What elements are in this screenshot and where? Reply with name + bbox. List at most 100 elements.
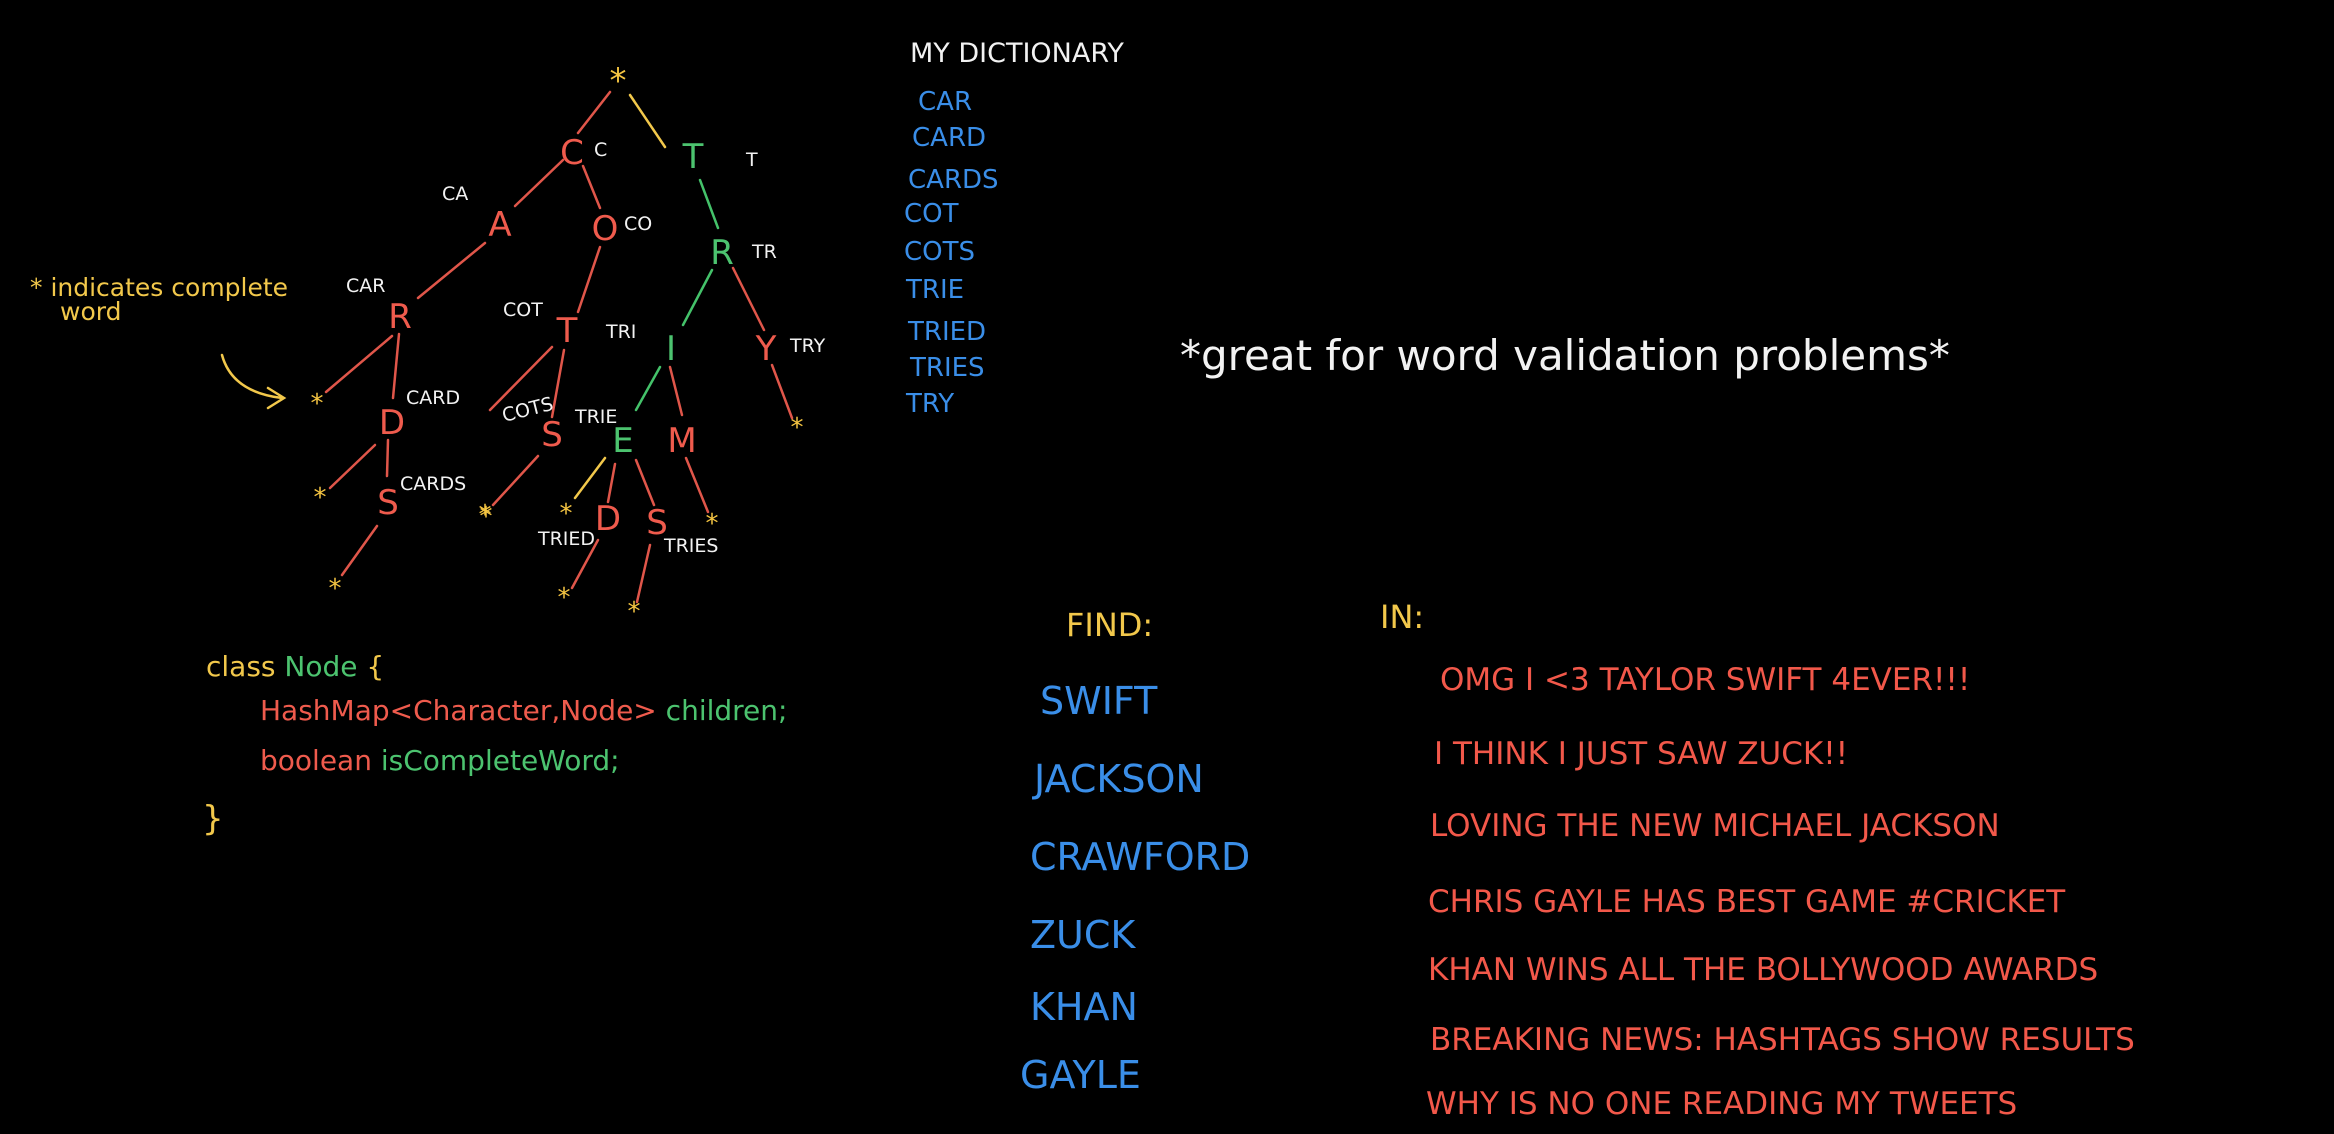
tweet-list: OMG I <3 TAYLOR SWIFT 4EVER!!!I THINK I … [1426, 662, 2135, 1122]
code-line-3: boolean isCompleteWord; [260, 744, 620, 777]
edge-d-star [328, 443, 377, 490]
edge-r2-y [731, 266, 766, 332]
find-word: JACKSON [1032, 757, 1204, 801]
star-cots: * [480, 502, 493, 532]
prefix-label-cot: COT [503, 299, 543, 321]
edge-i-m [668, 365, 684, 417]
star-cot: * [479, 500, 492, 530]
trie-node-y: Y [755, 329, 777, 369]
find-section: FIND: SWIFT JACKSON CRAWFORD ZUCK KHAN GAYLE [1020, 606, 1250, 1097]
find-title: FIND: [1066, 606, 1153, 644]
code-snippet: class Node { HashMap<Character,Node> chi… [202, 650, 787, 839]
code-bool-type: boolean [260, 744, 381, 777]
dictionary-word: CARD [912, 123, 986, 153]
in-title: IN: [1380, 598, 1424, 636]
code-class-name: Node [284, 650, 357, 683]
edge-e-star [573, 456, 607, 500]
legend-arrow [220, 353, 284, 400]
dictionary-word: CARDS [908, 165, 999, 195]
complete-word-markers: * * * * * * * * * * [311, 389, 804, 627]
dictionary-word: COTS [904, 237, 975, 267]
dictionary-word: CAR [918, 87, 972, 117]
prefix-label-tri: TRI [605, 321, 636, 343]
edge-r-star [324, 334, 394, 394]
trie-node-c: C [560, 133, 584, 173]
trie-node-t1: T [556, 311, 578, 351]
edge-root-t [628, 93, 667, 149]
prefix-label-trie: TRIE [574, 406, 617, 428]
edge-d-s [385, 438, 390, 478]
find-word: CRAWFORD [1030, 835, 1250, 879]
legend: * indicates complete word [30, 273, 288, 326]
star-car: * [311, 389, 324, 419]
prefix-label-tried: TRIED [537, 528, 595, 550]
dictionary-word: TRY [905, 389, 954, 419]
edge-s-star [340, 524, 379, 577]
trie-node-s2: S [541, 415, 563, 455]
edge-e-s3 [634, 458, 656, 507]
prefix-label-co: CO [624, 213, 652, 235]
prefix-label-card: CARD [406, 387, 460, 409]
edge-r2-i [681, 268, 714, 327]
star-tried: * [558, 583, 571, 613]
find-word: SWIFT [1040, 679, 1158, 723]
find-word: ZUCK [1030, 913, 1136, 957]
tweet-line: WHY IS NO ONE READING MY TWEETS [1426, 1086, 2017, 1122]
edge-t-star [488, 345, 554, 412]
prefix-label-tries: TRIES [663, 535, 718, 557]
dictionary-word-list: CAR CARD CARDS COT COTS TRIE TRIED TRIES TRY [904, 87, 999, 419]
edge-s3-star [635, 543, 652, 604]
legend-line-1: * indicates complete [30, 273, 288, 302]
trie-node-r: R [388, 297, 412, 337]
dictionary-word: TRIES [909, 353, 985, 383]
code-line-1: class Node { [206, 650, 384, 683]
edge-root-c [576, 90, 612, 135]
legend-arrowhead [266, 386, 287, 410]
edge-m-star [684, 456, 710, 514]
star-trie: * [560, 499, 573, 529]
find-word: GAYLE [1020, 1053, 1141, 1097]
dictionary-title: MY DICTIONARY [910, 38, 1124, 69]
star-card: * [314, 483, 327, 513]
edge-s2-star [491, 454, 540, 507]
code-open-brace: { [358, 650, 385, 683]
legend-line-2: word [60, 297, 121, 326]
prefix-label-ca: CA [442, 183, 468, 205]
edge-t2-r2 [698, 178, 720, 230]
trie-node-root: * [610, 61, 627, 101]
tweet-line: CHRIS GAYLE HAS BEST GAME #CRICKET [1428, 884, 2066, 920]
prefix-label-try: TRY [789, 335, 826, 357]
prefix-labels: C T CA CO CAR COT TR TRI TRY CARD COTS T… [346, 139, 826, 557]
prefix-label-c: C [594, 139, 607, 161]
edge-o-t [576, 245, 602, 314]
code-line-2: HashMap<Character,Node> children; [260, 694, 787, 727]
star-trim: * [706, 509, 719, 539]
edge-r-d [391, 332, 401, 400]
trie-nodes: * C T A O R T R I Y D S E M S D S [377, 61, 776, 543]
dictionary-word: TRIE [905, 275, 964, 305]
find-word-list: SWIFT JACKSON CRAWFORD ZUCK KHAN GAYLE [1020, 679, 1250, 1097]
find-word: KHAN [1030, 985, 1138, 1029]
trie-node-m: M [667, 421, 696, 461]
tweet-line: KHAN WINS ALL THE BOLLYWOOD AWARDS [1428, 952, 2098, 988]
trie-node-d2: D [595, 499, 621, 539]
tweet-line: OMG I <3 TAYLOR SWIFT 4EVER!!! [1440, 662, 1970, 698]
tweet-line: LOVING THE NEW MICHAEL JACKSON [1430, 808, 2000, 844]
trie-node-r2: R [710, 233, 734, 273]
prefix-label-tr: TR [751, 241, 777, 263]
star-try: * [791, 413, 804, 443]
edge-a-r [416, 241, 487, 300]
edge-y-star [770, 363, 794, 420]
dictionary-word: COT [904, 199, 959, 229]
dictionary-word: TRIED [907, 317, 986, 347]
edge-d2-star [570, 538, 600, 590]
trie-node-s1: S [377, 483, 399, 523]
edge-c-a [513, 158, 565, 208]
trie-node-t: T [682, 137, 704, 177]
trie-node-d: D [379, 403, 405, 443]
edge-e-d2 [606, 462, 617, 504]
edge-c-o [581, 164, 602, 210]
in-section: IN: OMG I <3 TAYLOR SWIFT 4EVER!!!I THIN… [1380, 598, 2135, 1122]
code-field-type: HashMap<Character,Node> [260, 694, 657, 727]
